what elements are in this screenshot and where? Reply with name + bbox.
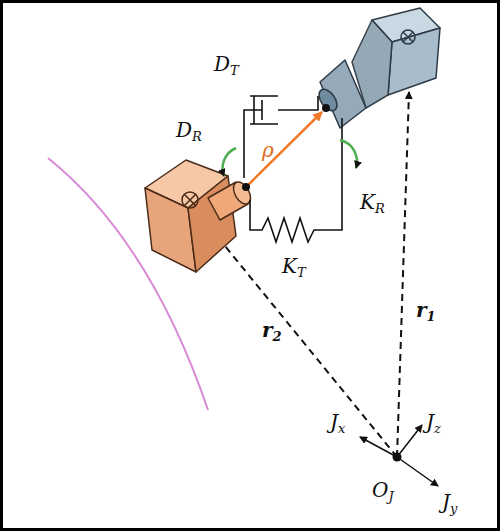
origin-dot	[393, 453, 402, 462]
spring-label: KT	[282, 256, 306, 279]
vector-label: r2	[262, 320, 282, 343]
position-vector	[397, 92, 409, 457]
chaser-cube	[315, 8, 440, 128]
vector-label: r1	[416, 300, 436, 323]
origin-label: OJ	[372, 480, 394, 503]
axis	[397, 425, 422, 457]
translational-damper	[244, 96, 318, 178]
attach-dot	[322, 104, 330, 112]
target-cube	[145, 160, 254, 272]
axis	[360, 437, 397, 457]
vector-label: ρ	[262, 140, 274, 160]
spring-label: KR	[360, 192, 385, 215]
axis-label: Jz	[426, 412, 441, 435]
damper-label: DT	[214, 54, 239, 77]
axis-label: Jx	[330, 412, 345, 435]
axis	[397, 457, 438, 486]
attach-dot	[242, 183, 250, 191]
relative-vector	[246, 112, 322, 187]
rotational-damper-arrow	[223, 148, 236, 176]
damper-label: DR	[176, 120, 202, 143]
orbit-arc	[48, 158, 208, 410]
rotational-spring-arrow	[340, 140, 357, 168]
axis-label: Jy	[442, 492, 457, 515]
